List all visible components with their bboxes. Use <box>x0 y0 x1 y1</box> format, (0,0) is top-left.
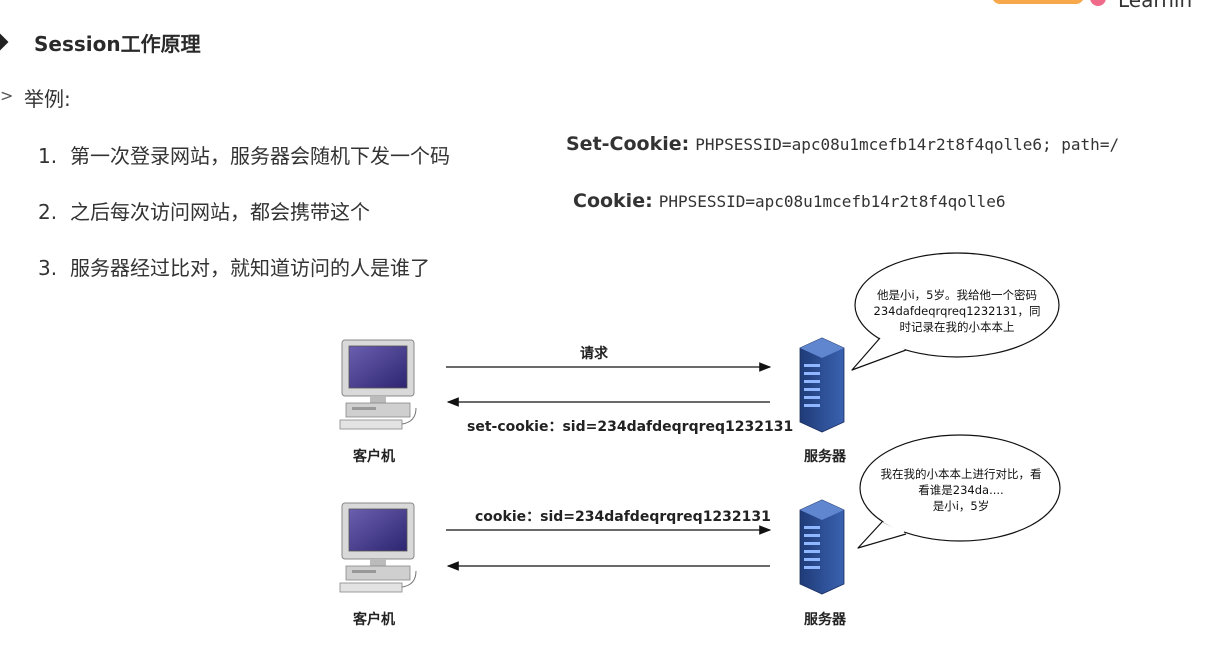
step-text: 之后每次访问网站，都会携带这个 <box>70 200 370 224</box>
step-number: 3. <box>38 256 58 280</box>
server-label: 服务器 <box>804 612 846 628</box>
page-title: Session工作原理 <box>34 32 201 56</box>
step-text: 服务器经过比对，就知道访问的人是谁了 <box>70 256 430 280</box>
request-label: 请求 <box>580 346 608 362</box>
bubble-line: 时记录在我的小本本上 <box>899 320 1015 334</box>
cookie-name: Cookie: <box>573 190 653 212</box>
client-computer-icon <box>339 502 417 593</box>
cookie-value: PHPSESSID=apc08u1mcefb14r2t8f4qolle6 <box>658 192 1006 211</box>
set-cookie-header: Set-Cookie: PHPSESSID=apc08u1mcefb14r2t8f… <box>566 133 1119 155</box>
bubble-line: 234dafdeqrqreq1232131，同 <box>873 304 1041 318</box>
bubble-line: 我在我的小本本上进行对比，看 <box>880 467 1042 481</box>
set-cookie-value: PHPSESSID=apc08u1mcefb14r2t8f4qolle6; pa… <box>695 135 1120 154</box>
bubble-text-top: 他是小i，5岁。我给他一个密码 234dafdeqrqreq1232131，同 … <box>862 287 1052 335</box>
logo-dot-icon <box>1090 0 1106 6</box>
bubble-text-bottom: 我在我的小本本上进行对比，看 看谁是234da.... 是小i，5岁 <box>866 466 1056 514</box>
bubble-line: 是小i，5岁 <box>932 499 990 513</box>
arrow-bullet-icon: > <box>0 86 14 105</box>
cookie-request-label: cookie：sid=234dafdeqrqreq1232131 <box>475 509 771 525</box>
server-icon <box>799 337 845 433</box>
client-computer-icon <box>339 339 417 430</box>
step-item: 2. 之后每次访问网站，都会携带这个 <box>38 196 370 225</box>
speech-bubble-top <box>854 252 1060 358</box>
step-item: 3. 服务器经过比对，就知道访问的人是谁了 <box>38 252 430 281</box>
step-number: 2. <box>38 200 58 224</box>
step-number: 1. <box>38 144 58 168</box>
server-label: 服务器 <box>804 449 846 465</box>
example-label: 举例: <box>24 87 71 111</box>
speech-bubble-bottom <box>859 434 1061 542</box>
set-cookie-label: set-cookie：sid=234dafdeqrqreq1232131 <box>467 419 794 435</box>
client-label: 客户机 <box>353 449 395 465</box>
server-icon <box>799 499 845 595</box>
step-text: 第一次登录网站，服务器会随机下发一个码 <box>70 144 450 168</box>
logo-text: Learnin <box>1118 0 1193 12</box>
set-cookie-name: Set-Cookie: <box>566 133 690 155</box>
cookie-header: Cookie: PHPSESSID=apc08u1mcefb14r2t8f4qol… <box>573 190 1005 212</box>
bubble-line: 看谁是234da.... <box>918 483 1004 497</box>
bubble-line: 他是小i，5岁。我给他一个密码 <box>876 288 1037 302</box>
client-label: 客户机 <box>353 612 395 628</box>
step-item: 1. 第一次登录网站，服务器会随机下发一个码 <box>38 140 450 169</box>
logo-badge <box>992 0 1084 4</box>
